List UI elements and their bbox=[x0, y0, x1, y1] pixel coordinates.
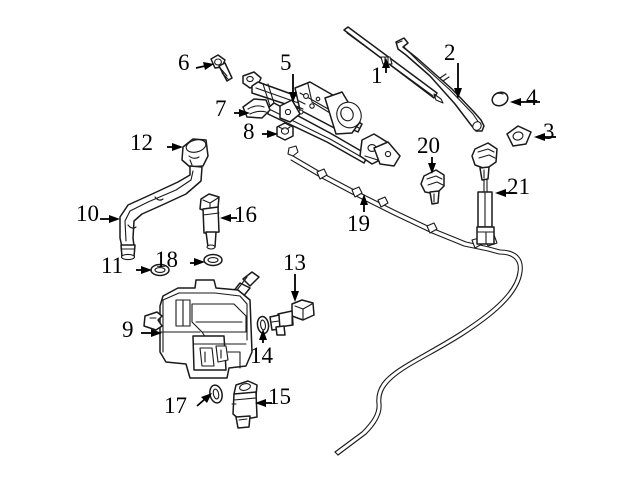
part-washer-nozzle-left bbox=[420, 169, 445, 205]
callout-label-11: 11 bbox=[101, 253, 124, 278]
leader-12 bbox=[167, 143, 183, 151]
callout-label-12: 12 bbox=[130, 130, 153, 155]
part-hose-seal bbox=[150, 263, 170, 277]
leader-13 bbox=[291, 274, 299, 302]
leader-19 bbox=[360, 194, 368, 212]
leader-15 bbox=[255, 399, 272, 407]
part-washer-hose-assembly bbox=[287, 145, 523, 456]
callout-label-2: 2 bbox=[444, 40, 456, 65]
callout-label-7: 7 bbox=[215, 96, 227, 121]
part-pivot-nut bbox=[276, 122, 294, 141]
leader-18 bbox=[190, 258, 205, 266]
part-filler-hose bbox=[119, 165, 203, 261]
part-pivot-cap bbox=[491, 91, 509, 107]
part-fluid-level-sensor bbox=[269, 299, 315, 336]
leader-11 bbox=[136, 266, 152, 274]
leader-3 bbox=[534, 133, 556, 141]
part-filler-neck-elbow bbox=[181, 138, 209, 168]
leader-16 bbox=[220, 214, 237, 222]
callout-label-20: 20 bbox=[417, 133, 440, 158]
callout-label-3: 3 bbox=[543, 119, 555, 144]
part-washer-pump-lower bbox=[231, 380, 258, 429]
leader-6 bbox=[195, 62, 214, 70]
part-linkage-grommet bbox=[242, 98, 271, 119]
callout-label-5: 5 bbox=[280, 50, 292, 75]
part-washer-pump-upper bbox=[199, 193, 220, 250]
leader-14 bbox=[259, 329, 267, 343]
callout-label-21: 21 bbox=[507, 174, 530, 199]
callout-label-18: 18 bbox=[155, 247, 178, 272]
leader-21 bbox=[495, 189, 516, 197]
callout-label-9: 9 bbox=[122, 317, 134, 342]
leader-1 bbox=[382, 58, 390, 73]
leader-20 bbox=[428, 157, 436, 174]
leader-8 bbox=[262, 130, 278, 138]
callout-label-4: 4 bbox=[526, 85, 538, 110]
callout-label-19: 19 bbox=[347, 211, 370, 236]
part-wiper-motor-linkage bbox=[242, 71, 401, 167]
part-washer-nozzle-right bbox=[471, 142, 498, 245]
part-arm-head-cover bbox=[506, 125, 532, 147]
leader-lines bbox=[100, 58, 556, 407]
leader-10 bbox=[100, 215, 120, 223]
callout-label-13: 13 bbox=[283, 250, 306, 275]
part-sensor-grommet bbox=[256, 315, 270, 335]
callout-label-16: 16 bbox=[234, 202, 257, 227]
part-wiper-arm bbox=[395, 37, 485, 132]
leader-9 bbox=[141, 329, 162, 337]
callout-label-6: 6 bbox=[178, 50, 190, 75]
part-wiper-blade bbox=[343, 26, 444, 104]
callout-label-14: 14 bbox=[250, 343, 273, 368]
callout-label-15: 15 bbox=[268, 384, 291, 409]
leader-7 bbox=[234, 109, 250, 117]
leader-4 bbox=[510, 98, 540, 106]
callout-label-8: 8 bbox=[243, 119, 255, 144]
part-washer-reservoir bbox=[143, 271, 260, 379]
callout-label-10: 10 bbox=[76, 201, 99, 226]
leader-5 bbox=[289, 74, 297, 103]
callout-label-1: 1 bbox=[371, 63, 383, 88]
leader-17 bbox=[196, 393, 212, 407]
part-reservoir-cap-seal bbox=[203, 253, 223, 267]
part-mounting-bolt bbox=[210, 54, 233, 82]
leader-2 bbox=[454, 63, 462, 99]
callout-label-17: 17 bbox=[164, 393, 187, 418]
